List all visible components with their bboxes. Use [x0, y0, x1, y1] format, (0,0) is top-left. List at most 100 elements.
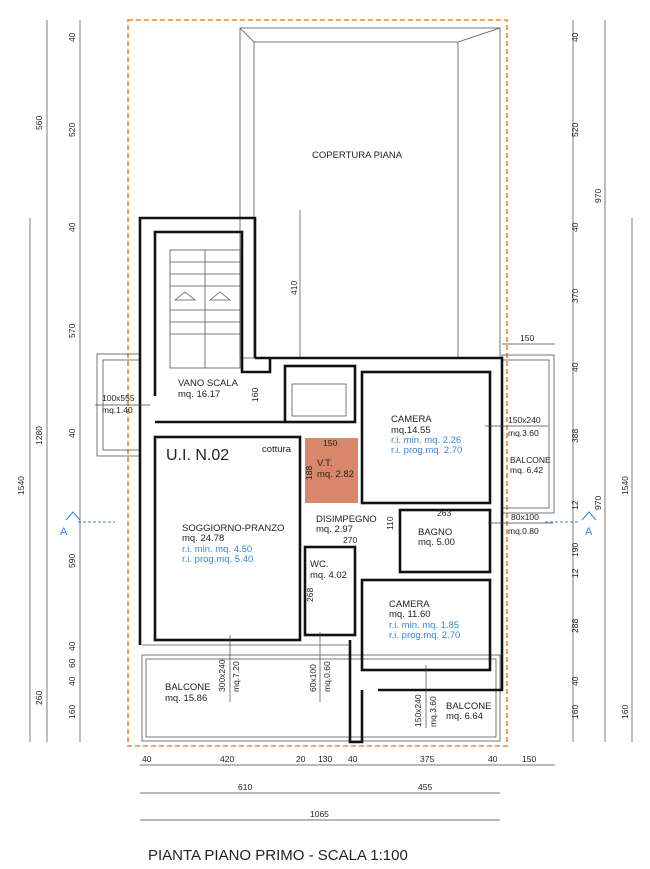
camera1-name: CAMERA: [391, 414, 432, 425]
bagno-area: mq. 5.00: [418, 537, 455, 548]
bottom-balcony: [141, 654, 501, 742]
left-dimensions: 1540 560 1280 260 40 520 40 570 40 590 4…: [16, 32, 77, 719]
roof-dim: 410: [289, 281, 299, 295]
camera2-ri-prog: r.i. prog.mq. 2.70: [389, 630, 460, 641]
disimpegno-name: DISIMPEGNO: [316, 514, 377, 525]
section-marker-left: A: [60, 511, 115, 538]
elevator: [291, 383, 347, 417]
wc-window-size: 60x100: [308, 664, 318, 692]
balcone3-area: mq. 6.42: [510, 465, 543, 475]
dimension-lines: [29, 20, 633, 821]
dimension-label: 260: [34, 691, 44, 705]
dimension-label: 130: [318, 754, 332, 764]
dimension-label: 1540: [16, 476, 26, 495]
camera2-name: CAMERA: [389, 599, 430, 610]
soggiorno-ri-prog: r.i. prog.mq. 5.40: [182, 554, 253, 565]
disimpegno-height: 110: [385, 516, 395, 530]
vano-scala-name: VANO SCALA: [178, 378, 239, 389]
soggiorno-name: SOGGIORNO-PRANZO: [182, 523, 284, 534]
camera2-door-size: 150x240: [413, 694, 423, 727]
cottura-label: cottura: [262, 444, 292, 455]
dimension-label: 40: [570, 362, 580, 372]
bagno-width: 263: [437, 508, 451, 518]
dimension-label: 40: [67, 32, 77, 42]
balcone3-name: BALCONE: [510, 455, 551, 465]
dimension-label: 40: [570, 676, 580, 686]
dimension-label: 590: [67, 554, 77, 568]
dimension-label: 455: [418, 782, 432, 792]
vt-height: 188: [304, 466, 314, 480]
bagno-name: BAGNO: [418, 527, 452, 538]
balcony-top-dim: 150: [520, 333, 534, 343]
drawing-title: PIANTA PIANO PRIMO - SCALA 1:100: [148, 847, 408, 864]
dimension-label: 520: [570, 123, 580, 137]
wc-window-area: mq.0.60: [322, 661, 332, 692]
bagno-window-size: 80x100: [511, 512, 539, 522]
dimension-label: 40: [570, 32, 580, 42]
dimension-label: 40: [348, 754, 358, 764]
dimension-label: 150: [522, 754, 536, 764]
dimension-label: 375: [420, 754, 434, 764]
dimension-label: 560: [34, 116, 44, 130]
camera1-window-size: 150x240: [508, 415, 541, 425]
camera1-ri-min: r.i. min. mq. 2.26: [391, 435, 461, 446]
dimension-label: 12: [570, 568, 580, 578]
vt-area: mq. 2.82: [317, 469, 354, 480]
dimension-label: 40: [67, 428, 77, 438]
dimension-label: 420: [220, 754, 234, 764]
dimension-label: 1280: [34, 426, 44, 445]
section-label-left: A: [60, 526, 68, 538]
vt-room: [305, 438, 358, 503]
soggiorno-area: mq. 24.78: [182, 533, 224, 544]
dimension-label: 20: [296, 754, 306, 764]
dimension-label: 570: [67, 324, 77, 338]
unit-label: U.I. N.02: [166, 447, 229, 464]
right-dimensions: 40 520 40 370 40 388 12 190 12 288 40 16…: [570, 32, 630, 719]
dimension-label: 40: [67, 641, 77, 651]
section-marker-right: A: [545, 511, 597, 538]
dimension-label: 520: [67, 123, 77, 137]
camera1-window-area: mq.3.60: [508, 428, 539, 438]
wc-area: mq. 4.02: [310, 570, 347, 581]
dimension-label: 190: [570, 543, 580, 557]
staircase: [169, 249, 241, 369]
vano-scala-area: mq. 16.17: [178, 389, 220, 400]
camera1-ri-prog: r.i. prog.mq. 2.70: [391, 445, 462, 456]
roof-label: COPERTURA PIANA: [312, 150, 403, 161]
vt-width: 150: [323, 438, 337, 448]
balcone2-name: BALCONE: [446, 701, 491, 712]
balcone1-area: mq. 15.86: [165, 693, 207, 704]
disimpegno-width: 270: [343, 535, 357, 545]
dimension-label: 610: [238, 782, 252, 792]
walls: [138, 216, 504, 744]
camera2-ri-min: r.i. min. mq. 1.85: [389, 620, 459, 631]
flat-roof: COPERTURA PIANA 410: [239, 27, 501, 359]
dimension-label: 40: [67, 222, 77, 232]
camera1-area: mq.14.55: [391, 425, 431, 436]
dimension-label: 1540: [620, 476, 630, 495]
dimension-label: 970: [593, 189, 603, 203]
soggiorno-door-area: mq.7.20: [231, 661, 241, 692]
balcone1-name: BALCONE: [165, 682, 210, 693]
bottom-dimensions: 40 420 20 130 40 375 40 150 610 455 1065: [142, 754, 536, 819]
dimension-label: 288: [570, 619, 580, 633]
dimension-label: 160: [570, 705, 580, 719]
balcone2-area: mq. 6.64: [446, 711, 483, 722]
dimension-label: 160: [620, 705, 630, 719]
camera2-area: mq. 11.60: [389, 609, 431, 620]
left-window-size: 100x555: [102, 393, 135, 403]
wc-name: WC.: [310, 559, 328, 570]
dimension-label: 12: [570, 500, 580, 510]
left-window-area: mq.1.40: [102, 405, 133, 415]
disimpegno-area: mq. 2.97: [316, 524, 353, 535]
wc-height: 268: [305, 588, 315, 602]
dimension-label: 40: [142, 754, 152, 764]
bottom-balcony-inner: [145, 658, 497, 738]
camera2-door-area: mq.3.60: [428, 696, 438, 727]
dimension-label: 970: [593, 496, 603, 510]
dimension-label: 370: [570, 289, 580, 303]
dimension-label: 60: [67, 658, 77, 668]
dimension-label: 388: [570, 429, 580, 443]
dimension-label: 40: [488, 754, 498, 764]
